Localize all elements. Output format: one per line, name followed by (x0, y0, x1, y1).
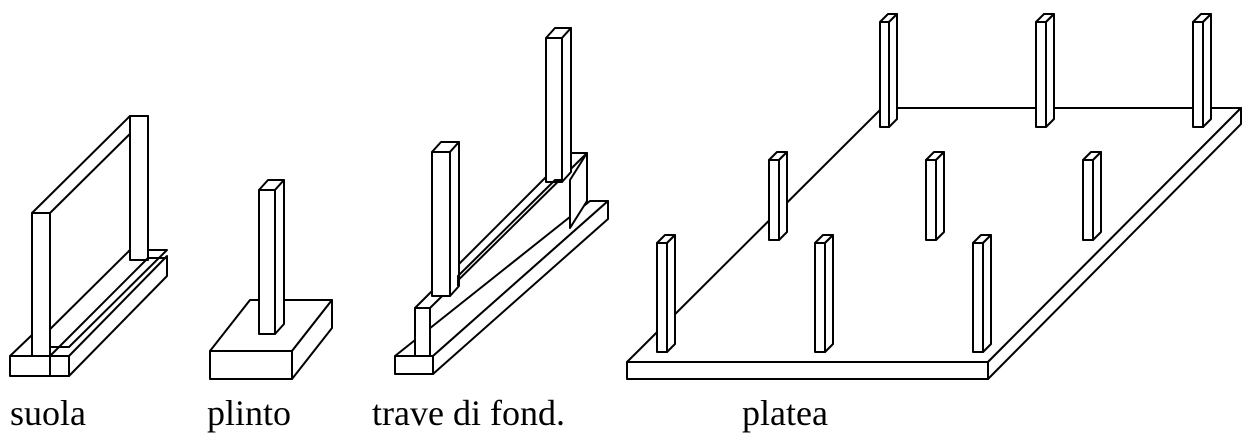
platea-column (879, 13, 898, 128)
label-platea: platea (742, 393, 828, 433)
platea-column (814, 234, 834, 353)
platea-column (925, 151, 945, 241)
label-plinto: plinto (207, 393, 291, 433)
platea-column (1192, 13, 1212, 128)
label-suola: suola (10, 393, 86, 433)
label-trave: trave di fond. (372, 393, 565, 433)
platea-column (1082, 151, 1102, 241)
platea-column (656, 234, 676, 353)
platea-column (768, 151, 788, 241)
platea-column (1035, 13, 1055, 128)
plinto-drawing (209, 179, 333, 380)
trave-drawing (394, 27, 609, 375)
platea-drawing (626, 13, 1242, 380)
platea-column (972, 234, 992, 353)
suola-drawing (9, 115, 168, 377)
